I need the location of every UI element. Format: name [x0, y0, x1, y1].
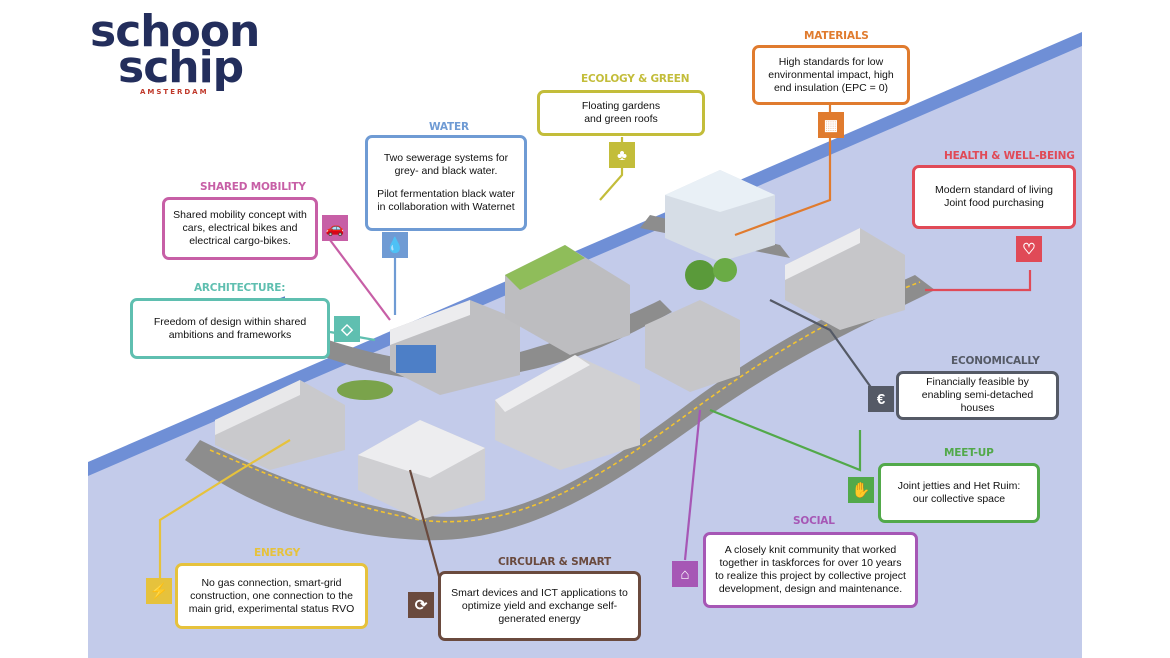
- shared-mobility-box: Shared mobility concept with cars, elect…: [162, 197, 318, 260]
- circular-box: Smart devices and ICT applications to op…: [438, 571, 641, 641]
- architecture-title: ARCHITECTURE:: [194, 282, 286, 294]
- house-smart: [358, 420, 485, 520]
- health-box: Modern standard of living Joint food pur…: [912, 165, 1076, 229]
- tree-icon: ♣: [609, 142, 635, 168]
- energy-title: ENERGY: [254, 547, 301, 559]
- ecology-box: Floating gardens and green roofs: [537, 90, 705, 136]
- handshake-icon: ✋: [848, 477, 874, 503]
- shared-mobility-title: SHARED MOBILITY: [200, 181, 306, 193]
- jetty-road-branch: [295, 300, 672, 381]
- economically-box: Financially feasible by enabling semi-de…: [896, 371, 1059, 420]
- meetup-text: Joint jetties and Het Ruim: our collecti…: [897, 480, 1021, 505]
- logo-line-2: schip: [118, 42, 244, 94]
- water-drop-icon: 💧: [382, 232, 408, 258]
- health-title: HEALTH & WELL-BEING: [944, 150, 1075, 162]
- circular-title: CIRCULAR & SMART: [498, 556, 612, 568]
- euro-icon: €: [868, 386, 894, 412]
- meetup-box: Joint jetties and Het Ruim: our collecti…: [878, 463, 1040, 523]
- heart-icon: ♡: [1016, 236, 1042, 262]
- lightning-icon: ⚡: [146, 578, 172, 604]
- economically-text: Financially feasible by enabling semi-de…: [921, 376, 1034, 414]
- garden-island: [337, 380, 393, 400]
- social-box: A closely knit community that worked tog…: [703, 532, 918, 608]
- water-text-1: Two sewerage systems for grey- and black…: [383, 152, 509, 177]
- water-box: Two sewerage systems for grey- and black…: [365, 135, 527, 231]
- water-text-2: Pilot fermentation black water in collab…: [377, 188, 515, 213]
- house-greenhouse: [665, 170, 775, 262]
- ecology-text: Floating gardens and green roofs: [581, 100, 661, 125]
- shared-mobility-text: Shared mobility concept with cars, elect…: [173, 209, 307, 247]
- schoonschip-logo: schoon schip AMSTERDAM: [90, 6, 260, 97]
- car-icon: 🚗: [322, 215, 348, 241]
- materials-title: MATERIALS: [804, 30, 869, 42]
- house-centre: [645, 300, 740, 392]
- connector-lines: [158, 105, 1032, 590]
- architecture-text: Freedom of design within shared ambition…: [153, 315, 307, 341]
- meetup-title: MEET-UP: [944, 447, 994, 459]
- house-front: [495, 355, 640, 470]
- economically-title: ECONOMICALLY: [951, 355, 1040, 367]
- house-architecture: [390, 300, 520, 395]
- ecology-title: ECOLOGY & GREEN: [581, 73, 690, 85]
- architecture-box: Freedom of design within shared ambition…: [130, 298, 330, 359]
- logo-city: AMSTERDAM: [140, 88, 209, 97]
- trees-2: [713, 258, 737, 282]
- house-right: [785, 228, 905, 330]
- brick-icon: ▦: [818, 112, 844, 138]
- materials-box: High standards for low environmental imp…: [752, 45, 910, 105]
- logo-line-1: schoon: [90, 6, 260, 57]
- materials-text: High standards for low environmental imp…: [768, 55, 894, 94]
- diamond-icon: ◇: [334, 316, 360, 342]
- smart-grid-line: [209, 281, 921, 523]
- circular-text: Smart devices and ICT applications to op…: [451, 586, 628, 625]
- energy-text: No gas connection, smart-grid constructi…: [188, 576, 355, 615]
- trees: [685, 260, 715, 290]
- social-text: A closely knit community that worked tog…: [715, 544, 906, 595]
- water-title: WATER: [429, 121, 469, 133]
- social-title: SOCIAL: [793, 515, 835, 527]
- institution-icon: ⌂: [672, 561, 698, 587]
- energy-box: No gas connection, smart-grid constructi…: [175, 563, 368, 629]
- house-green-roof: [505, 245, 630, 355]
- health-text: Modern standard of living Joint food pur…: [935, 184, 1053, 209]
- quay-edge: [88, 32, 1082, 476]
- cycle-icon: ⟳: [408, 592, 434, 618]
